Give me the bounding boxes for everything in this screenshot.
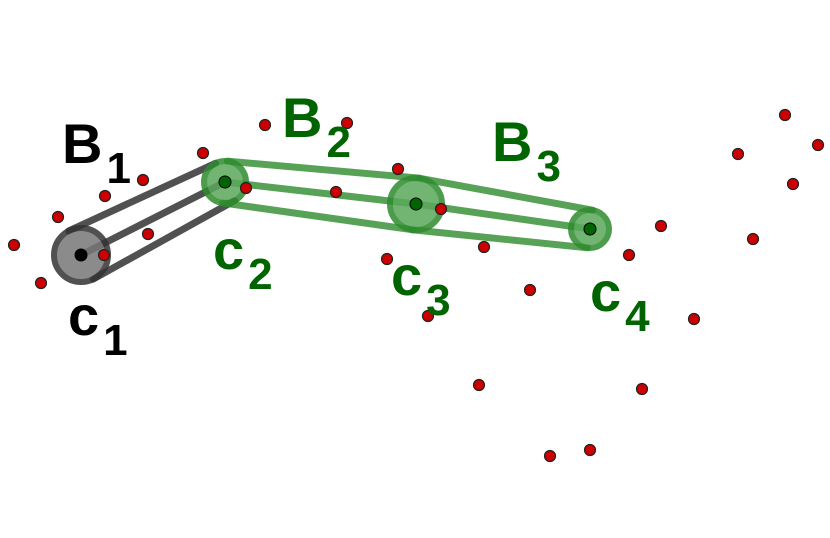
center-c4 [568, 207, 612, 251]
data-point [778, 108, 792, 122]
data-point [786, 177, 800, 191]
data-point [421, 309, 435, 323]
label-c4: c4 [590, 264, 650, 339]
label-c2-main: c [213, 218, 245, 281]
data-point [583, 443, 597, 457]
label-c4-sub: 4 [625, 292, 650, 341]
data-point [329, 185, 343, 199]
label-B1-main: B [62, 112, 103, 175]
label-c4-main: c [590, 260, 622, 323]
data-point [380, 252, 394, 266]
data-point [340, 116, 354, 130]
label-c3-sub: 3 [426, 276, 451, 325]
data-point [811, 138, 825, 152]
data-point [477, 240, 491, 254]
data-point [472, 378, 486, 392]
label-B2-main: B [282, 86, 323, 149]
label-c1-sub: 1 [103, 316, 128, 365]
data-point [635, 382, 649, 396]
label-B3-main: B [492, 110, 533, 173]
label-c3-main: c [391, 244, 423, 307]
capsule-B2 [219, 157, 423, 234]
data-point [434, 202, 448, 216]
data-point [391, 162, 405, 176]
label-B3-sub: 3 [536, 142, 561, 191]
data-point [523, 283, 537, 297]
label-c2: c2 [213, 222, 273, 297]
label-c3: c3 [391, 248, 451, 323]
center-c3 [387, 175, 445, 233]
point-layer [7, 108, 825, 463]
data-point [98, 189, 112, 203]
data-point [196, 146, 210, 160]
label-B1: B1 [62, 116, 131, 191]
label-c1: c1 [68, 288, 128, 363]
data-point [654, 219, 668, 233]
data-point [239, 181, 253, 195]
data-point [258, 118, 272, 132]
data-point [141, 227, 155, 241]
data-point [34, 276, 48, 290]
label-B2: B2 [282, 90, 351, 165]
label-B2-sub: 2 [326, 118, 351, 167]
data-point [97, 248, 111, 262]
label-c1-main: c [68, 284, 100, 347]
data-point [746, 232, 760, 246]
data-point [543, 449, 557, 463]
data-point [51, 210, 65, 224]
center-c2 [201, 158, 249, 206]
data-point [7, 238, 21, 252]
label-c2-sub: 2 [248, 250, 273, 299]
data-point [136, 173, 150, 187]
data-point [687, 312, 701, 326]
data-point [622, 248, 636, 262]
label-B1-sub: 1 [106, 144, 131, 193]
label-B3: B3 [492, 114, 561, 189]
data-point [731, 147, 745, 161]
